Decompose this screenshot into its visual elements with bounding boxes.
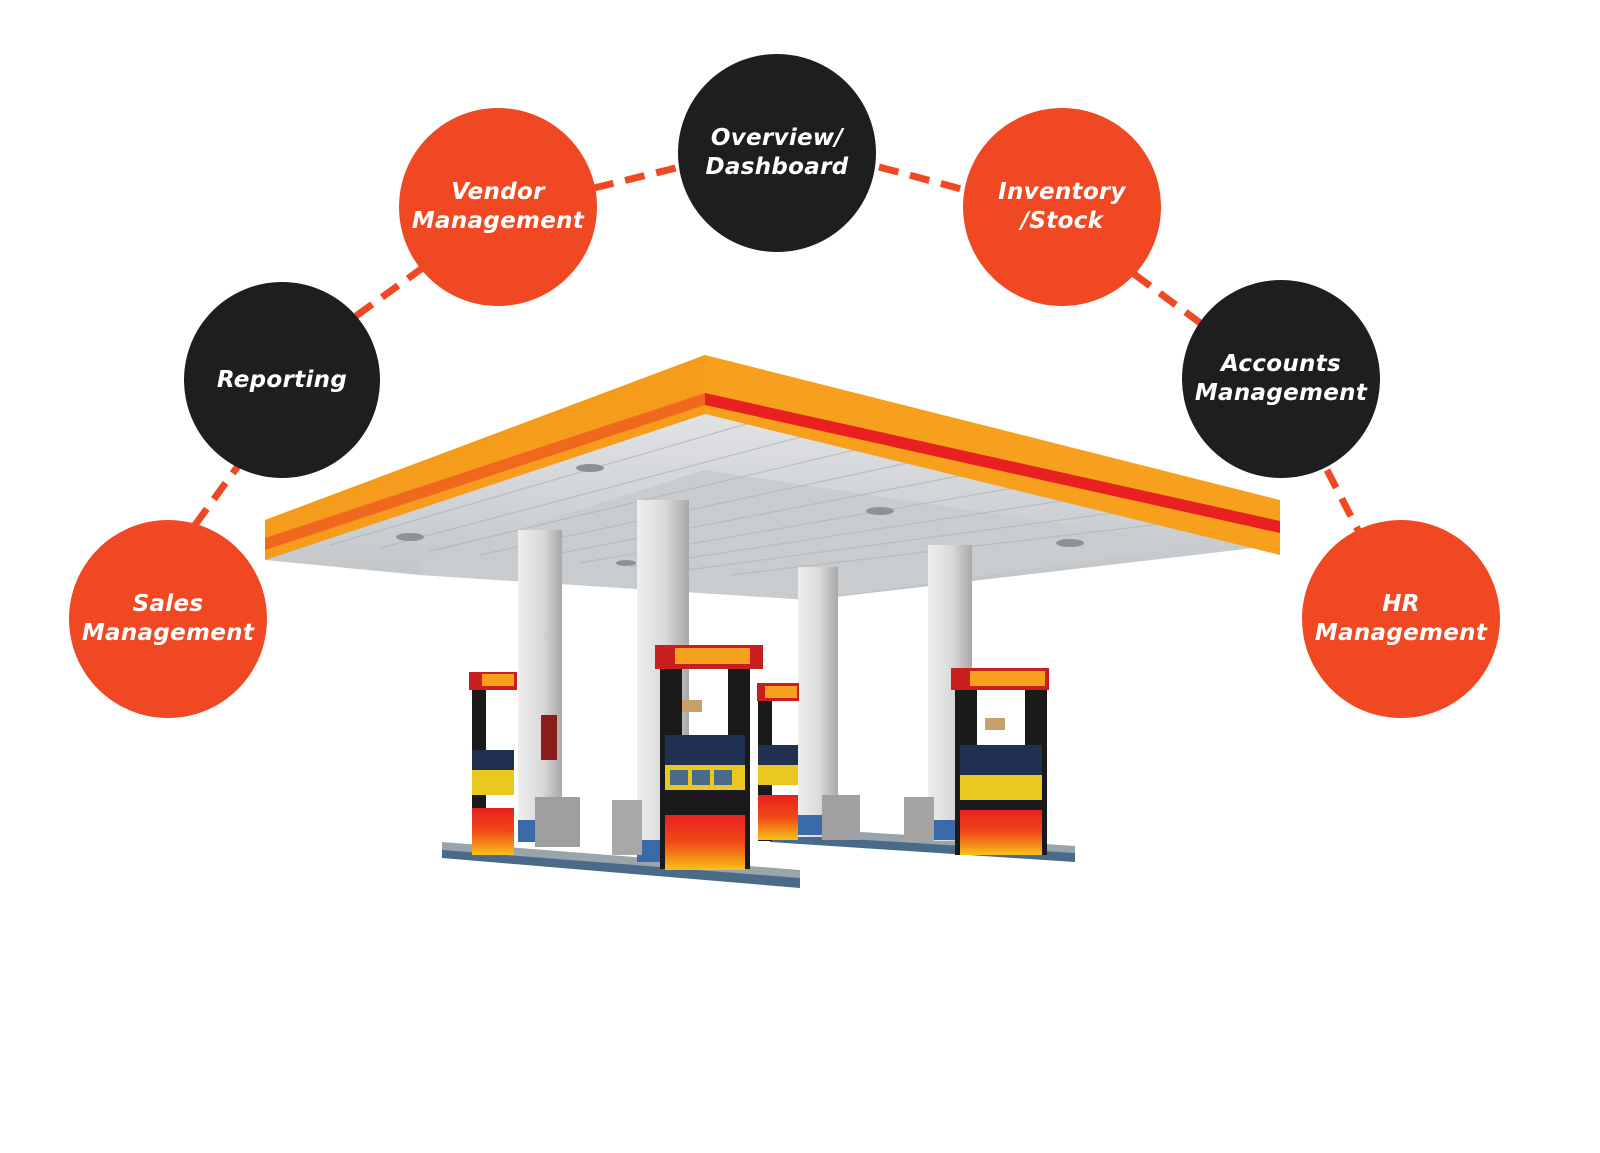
node-accounts-management[interactable]: Accounts Management [1182,280,1380,478]
node-label-line: HR [1382,591,1420,617]
node-label-line: Management [81,620,255,646]
node-reporting[interactable]: Reporting [184,282,380,478]
node-label-line: Reporting [216,366,348,393]
node-label-line: Sales [132,591,204,617]
node-label-line: Management [1194,380,1368,406]
node-label-line: Vendor [451,179,545,205]
node-overview-dashboard[interactable]: Overview/ Dashboard [678,54,876,252]
fuel-pump-1 [469,672,517,855]
node-label-line: Inventory [998,179,1126,205]
connector-overview-inventory [878,163,966,194]
fuel-pump-2 [655,645,763,870]
fuel-pump-4 [951,668,1049,855]
canopy-pillars [518,500,972,862]
node-label-line: Dashboard [705,154,849,180]
node-hr-management[interactable]: HR Management [1302,520,1500,718]
fuel-pump-3 [757,683,799,841]
node-label-line: Overview/ [710,125,844,151]
node-label-line: /Stock [1020,208,1104,234]
node-inventory-stock[interactable]: Inventory /Stock [963,108,1161,306]
connector-reporting-vendor [353,261,431,319]
node-label-line: Accounts [1221,351,1341,377]
node-sales-management[interactable]: Sales Management [69,520,267,718]
connector-vendor-overview [593,163,681,192]
canopy-fascia [265,355,1280,560]
connector-inventory-accounts [1131,271,1206,328]
node-label-line: Management [411,208,585,234]
connector-accounts-hr [1323,468,1362,532]
node-vendor-management[interactable]: Vendor Management [399,108,597,306]
connector-sales-reporting [192,463,241,528]
node-label-line: Management [1314,620,1488,646]
